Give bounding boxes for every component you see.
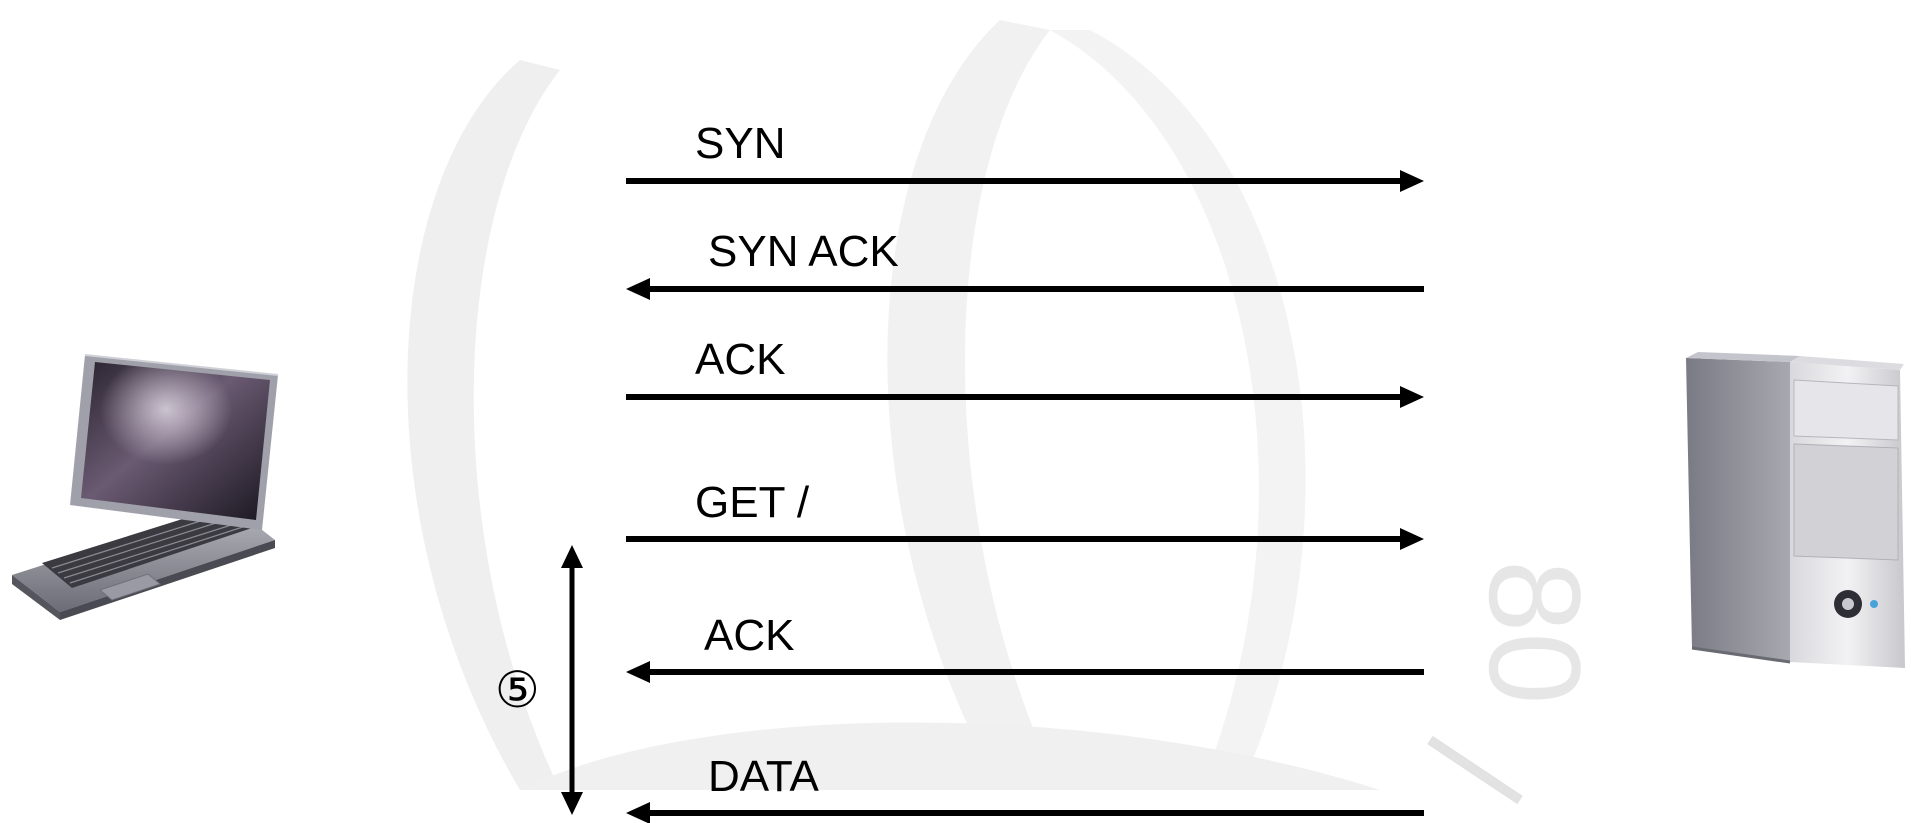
message-arrow — [626, 278, 1424, 300]
arrow-head — [626, 278, 650, 300]
interval-double-arrow — [561, 545, 583, 815]
background-watermark: 80 — [407, 20, 1608, 805]
laptop-icon — [12, 354, 279, 620]
message-label: DATA — [708, 752, 819, 801]
message-arrow — [626, 661, 1424, 683]
message-label: GET / — [695, 478, 810, 527]
server-tower-icon — [1686, 352, 1905, 668]
message-arrow — [626, 528, 1424, 550]
watermark-number: 80 — [1462, 560, 1608, 705]
interval-marker-label: ⑤ — [495, 661, 540, 719]
message-arrow — [626, 802, 1424, 823]
message-arrows — [626, 170, 1424, 823]
message-label: ACK — [695, 335, 786, 384]
arrow-head — [1400, 386, 1424, 408]
message-arrow — [626, 386, 1424, 408]
message-label: ACK — [704, 611, 795, 660]
message-arrow — [626, 170, 1424, 192]
message-label: SYN — [695, 119, 786, 168]
arrow-head — [626, 661, 650, 683]
arrow-head — [626, 802, 650, 823]
arrow-head — [1400, 170, 1424, 192]
arrow-head — [1400, 528, 1424, 550]
message-label: SYN ACK — [708, 227, 899, 276]
